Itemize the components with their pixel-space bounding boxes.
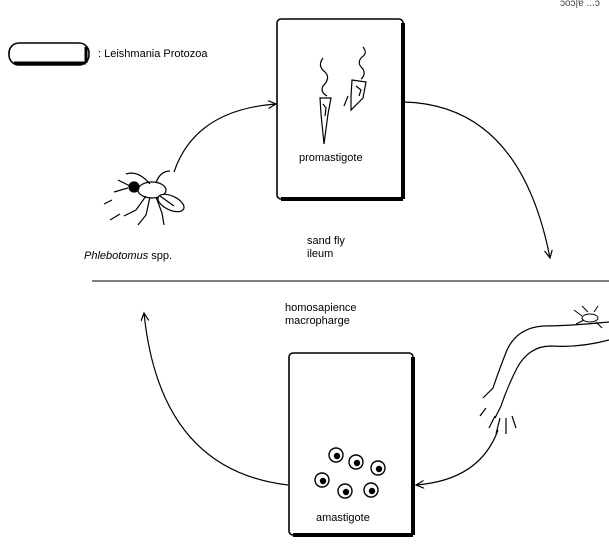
- amastigote-label: amastigote: [316, 512, 370, 525]
- vector-genus: Phlebotomus: [84, 250, 148, 262]
- ileum-line: ileum: [307, 248, 345, 261]
- arrow-amastigote-to-fly: [144, 313, 288, 485]
- sand-fly-icon: [104, 171, 187, 225]
- vector-species-label: Phlebotomus spp.: [84, 250, 172, 263]
- arrow-fly-to-promastigote: [174, 104, 276, 172]
- arrow-human-to-amastigote: [416, 430, 498, 485]
- legend-label: : Leishmania Protozoa: [98, 48, 207, 61]
- promastigote-label: promastigote: [299, 152, 363, 165]
- sand-fly-site-label: sand fly ileum: [307, 235, 345, 261]
- corner-mark: ɔoɔ|ɐ ...ɔ: [560, 0, 600, 10]
- macropharge-line: macropharge: [285, 315, 357, 328]
- sand-fly-line: sand fly: [307, 235, 345, 248]
- arrow-promastigote-to-human: [404, 102, 550, 258]
- human-site-label: homosapience macropharge: [285, 302, 357, 328]
- amastigote-box: [289, 353, 413, 535]
- homosapience-line: homosapience: [285, 302, 357, 315]
- human-arm-icon: [480, 322, 609, 434]
- vector-suffix: spp.: [148, 250, 172, 262]
- promastigote-box: [277, 19, 403, 199]
